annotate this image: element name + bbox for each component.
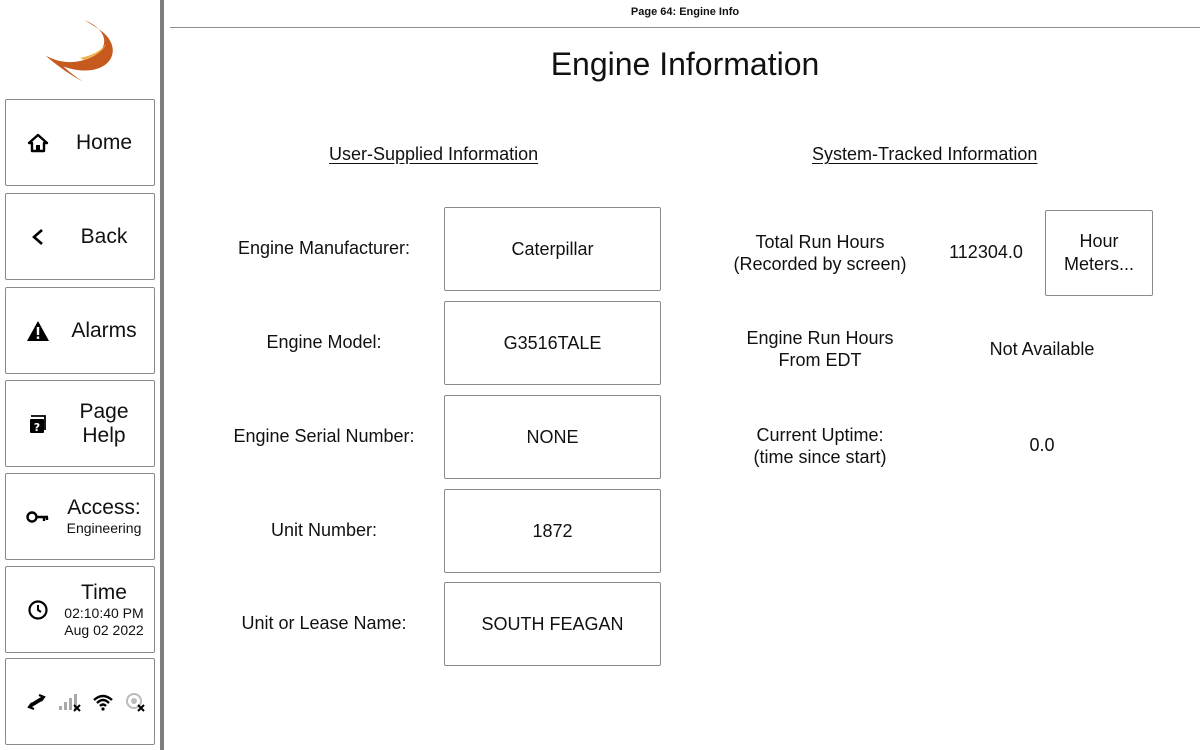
lease-name-field[interactable]: SOUTH FEAGAN [444,582,661,666]
system-section-title: System-Tracked Information [812,144,1038,164]
status-panel[interactable] [5,658,155,745]
engine-serial-field[interactable]: NONE [444,395,661,479]
alarms-label: Alarms [71,318,137,342]
uptime-label-line2: (time since start) [753,447,887,467]
access-level: Engineering [66,520,142,536]
time-label: Time [81,580,127,604]
page-help-button[interactable]: ? Page Help [5,380,155,467]
lease-name-label: Unit or Lease Name: [241,613,407,633]
engine-serial-label: Engine Serial Number: [233,426,415,446]
time-value: 02:10:40 PM [64,604,144,621]
back-button[interactable]: Back [5,193,155,280]
svg-text:?: ? [34,421,40,434]
home-button[interactable]: Home [5,99,155,186]
access-button[interactable]: Access: Engineering [5,473,155,560]
page-number-label: Page 64: Engine Info [630,6,740,18]
alarms-button[interactable]: Alarms [5,287,155,374]
edt-run-hours-label-line2: From EDT [778,350,862,370]
edt-run-hours-label: Engine Run Hours From EDT [700,327,940,371]
home-icon [26,131,50,155]
page-help-label-line2: Help [82,423,126,447]
help-book-icon: ? [26,412,50,436]
unit-number-field[interactable]: 1872 [444,489,661,573]
sidebar-divider [160,0,164,750]
wifi-icon [92,692,114,717]
warning-icon [26,319,50,343]
engine-manufacturer-label: Engine Manufacturer: [237,238,411,258]
page-title: Engine Information [550,46,820,82]
total-run-hours-value: 112304.0 [949,242,1023,262]
edt-run-hours-label-line1: Engine Run Hours [746,328,894,348]
chevron-left-icon [26,225,50,249]
company-logo [46,20,113,82]
home-label: Home [75,130,133,154]
uptime-label-line1: Current Uptime: [756,425,884,445]
signal-disconnected-icon [58,692,82,717]
total-run-hours-label: Total Run Hours (Recorded by screen) [700,231,940,275]
access-label: Access: [67,496,141,519]
clock-icon [26,598,50,622]
total-run-hours-label-line1: Total Run Hours [755,232,885,252]
hour-meters-label-line2: Meters... [1063,254,1134,274]
key-icon [26,505,50,529]
transfer-icon [26,692,48,717]
date-value: Aug 02 2022 [64,621,144,638]
sidebar: Home Back Alarms ? Page Help Access: Eng… [0,0,160,750]
engine-model-field[interactable]: G3516TALE [444,301,661,385]
engine-manufacturer-field[interactable]: Caterpillar [444,207,661,291]
total-run-hours-label-line2: (Recorded by screen) [733,254,907,274]
hour-meters-label-line1: Hour [1079,231,1119,251]
gps-disconnected-icon [124,692,148,717]
hour-meters-button[interactable]: Hour Meters... [1045,210,1153,296]
user-section-title: User-Supplied Information [329,144,539,164]
unit-number-label: Unit Number: [270,520,378,540]
back-label: Back [80,224,128,248]
engine-model-label: Engine Model: [266,332,382,352]
uptime-label: Current Uptime: (time since start) [700,424,940,468]
time-button[interactable]: Time 02:10:40 PM Aug 02 2022 [5,566,155,653]
uptime-value: 0.0 [1029,435,1055,455]
edt-run-hours-value: Not Available [989,339,1095,359]
page-help-label-line1: Page [79,399,129,423]
header-divider [170,27,1200,28]
